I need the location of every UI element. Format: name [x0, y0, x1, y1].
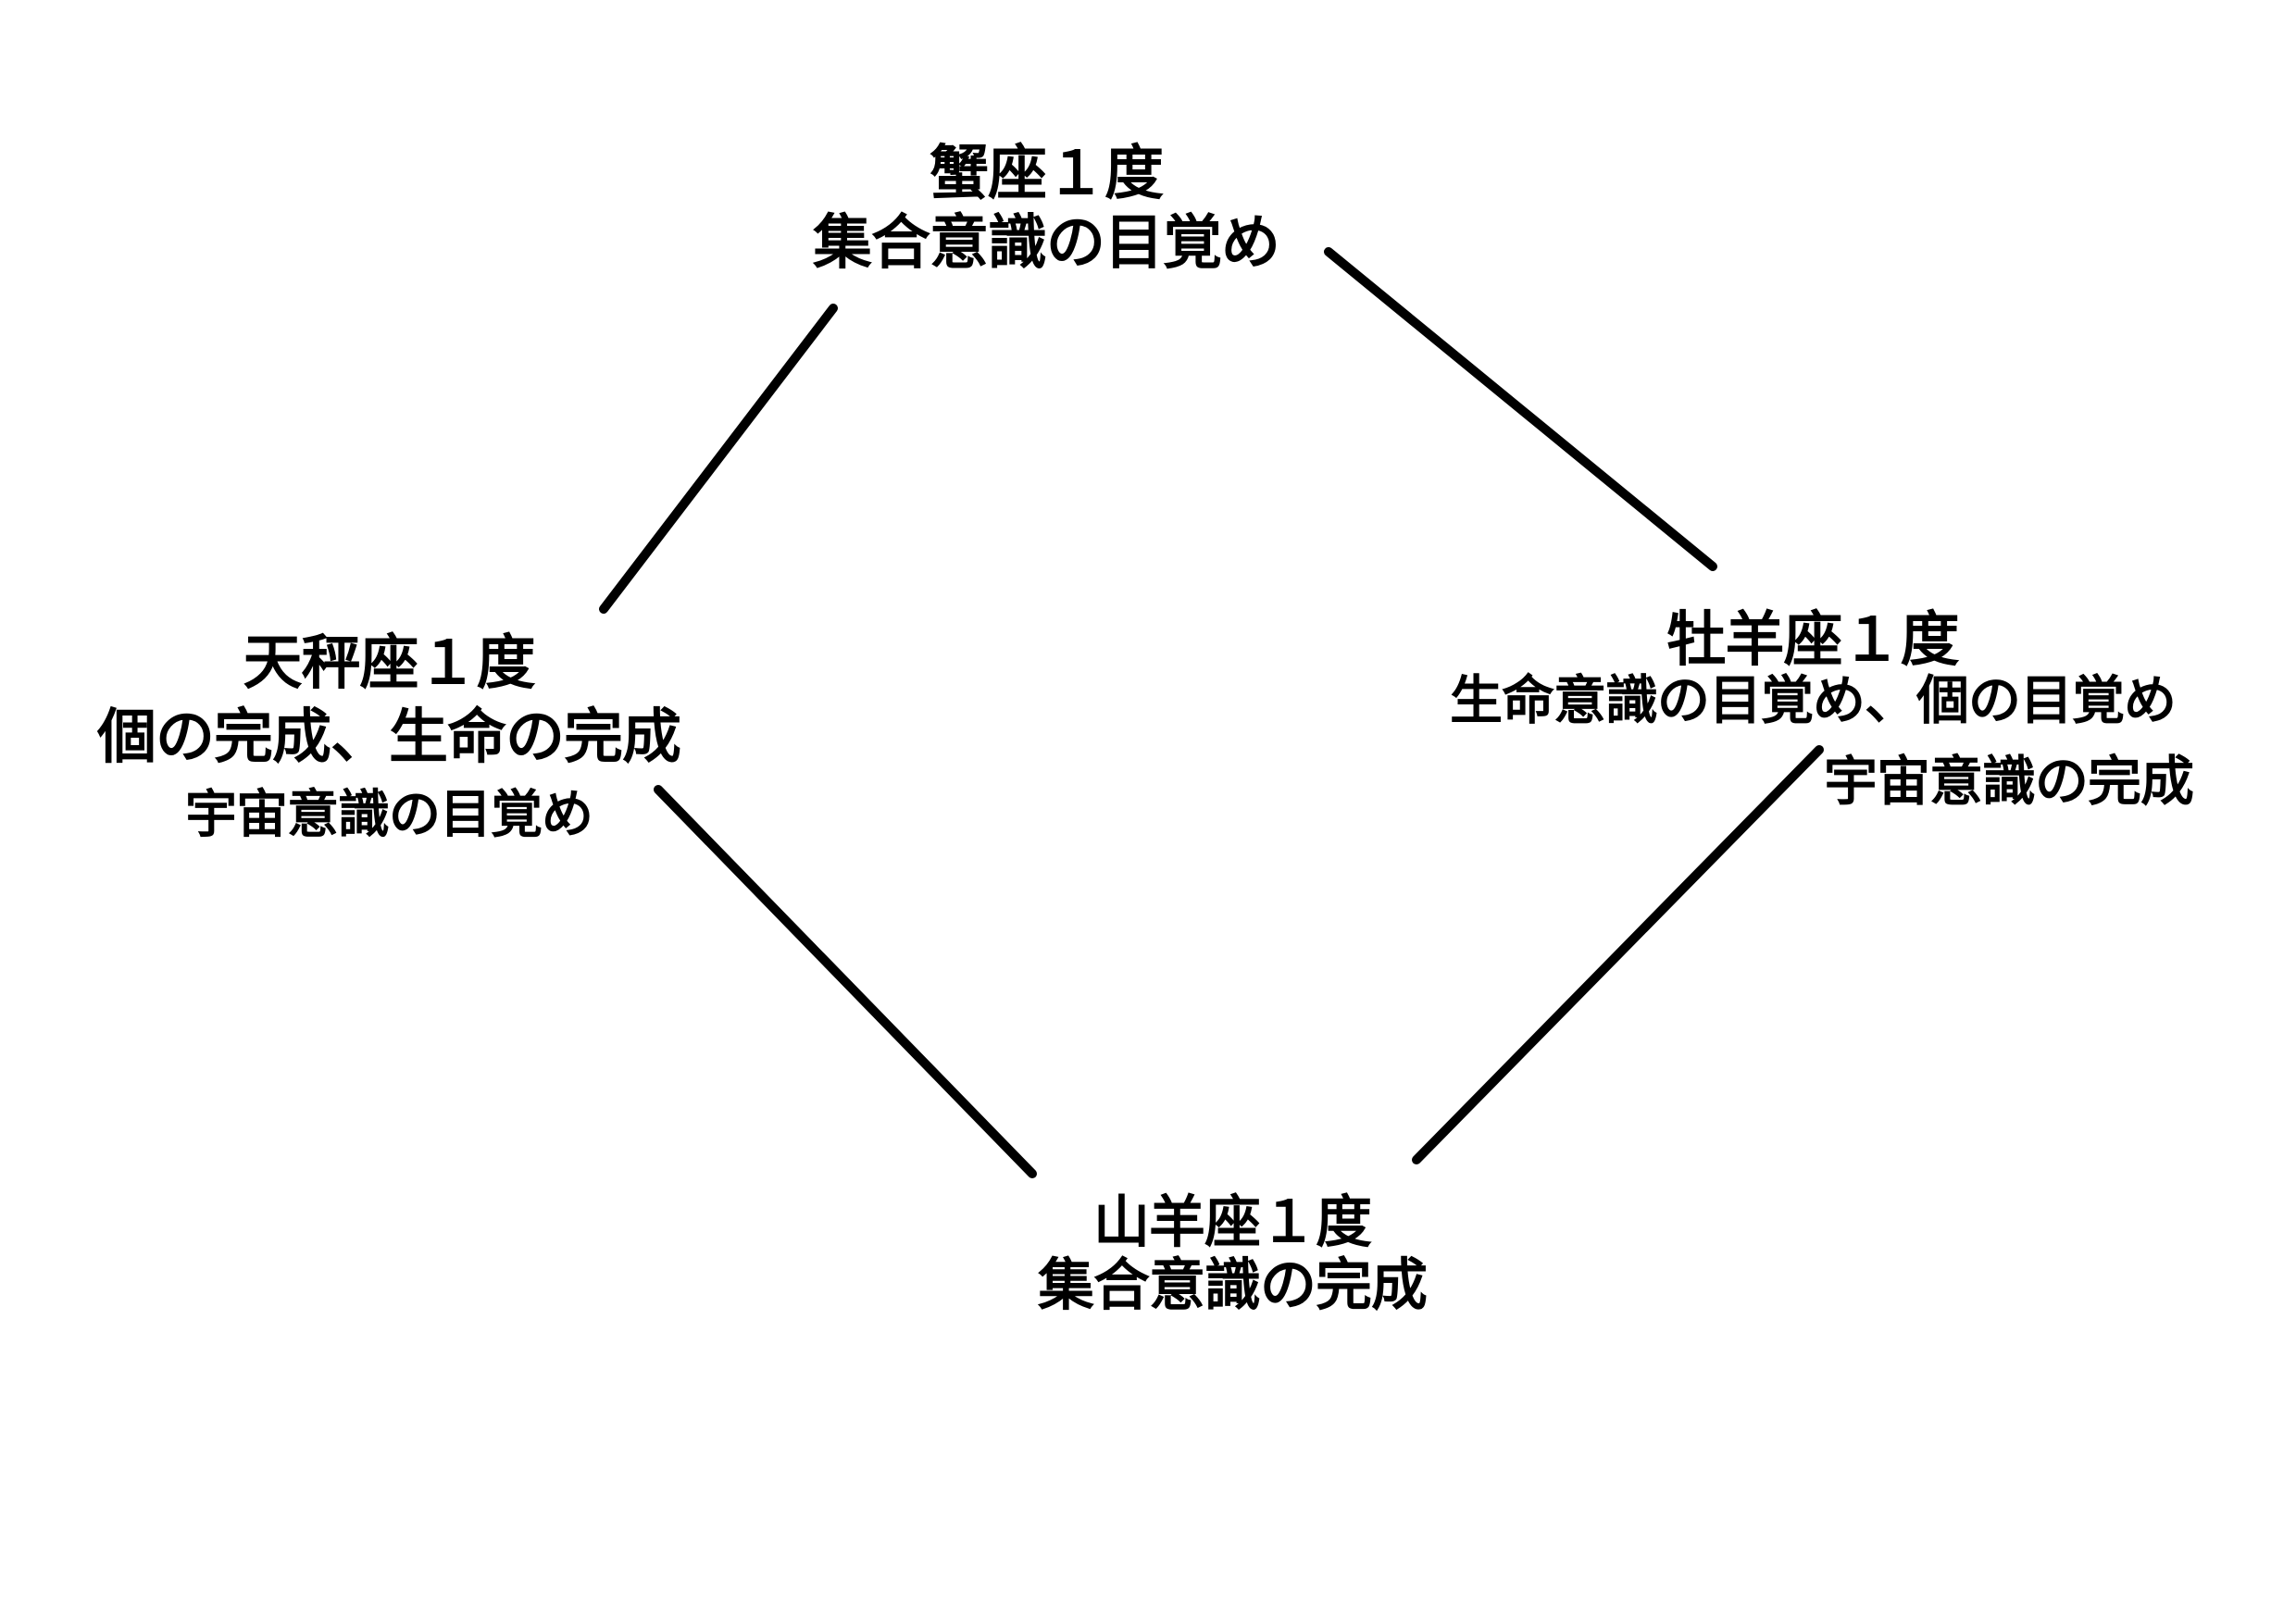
- aries-note: 宇宙意識の完成: [1824, 752, 2194, 812]
- node-aries: 牡羊座１度 生命意識の目覚め、個の目覚め: [1450, 606, 2177, 730]
- connector-cancer-aries: [1324, 247, 1717, 571]
- cancer-subtitle: 集合意識の目覚め: [813, 209, 1280, 276]
- aries-title: 牡羊座１度: [1666, 606, 1960, 673]
- aries-subtitle: 生命意識の目覚め、個の目覚め: [1450, 671, 2177, 730]
- connector-libra-capricorn: [654, 785, 1037, 1178]
- connector-libra-cancer: [599, 304, 838, 614]
- capricorn-subtitle: 集合意識の完成: [1037, 1253, 1428, 1316]
- cancer-title: 蟹座１度: [930, 140, 1164, 206]
- libra-title: 天秤座１度: [243, 629, 536, 696]
- connector-capricorn-aries: [1412, 745, 1824, 1164]
- node-capricorn: 山羊座１度 集合意識の完成: [1037, 1190, 1428, 1316]
- node-cancer: 蟹座１度 集合意識の目覚め: [813, 139, 1280, 278]
- capricorn-title: 山羊座１度: [1092, 1190, 1372, 1253]
- libra-subtitle: 個の完成、生命の完成: [97, 703, 681, 770]
- libra-note: 宇宙意識の目覚め: [185, 785, 593, 843]
- node-libra: 天秤座１度 個の完成、生命の完成 宇宙意識の目覚め: [97, 626, 681, 844]
